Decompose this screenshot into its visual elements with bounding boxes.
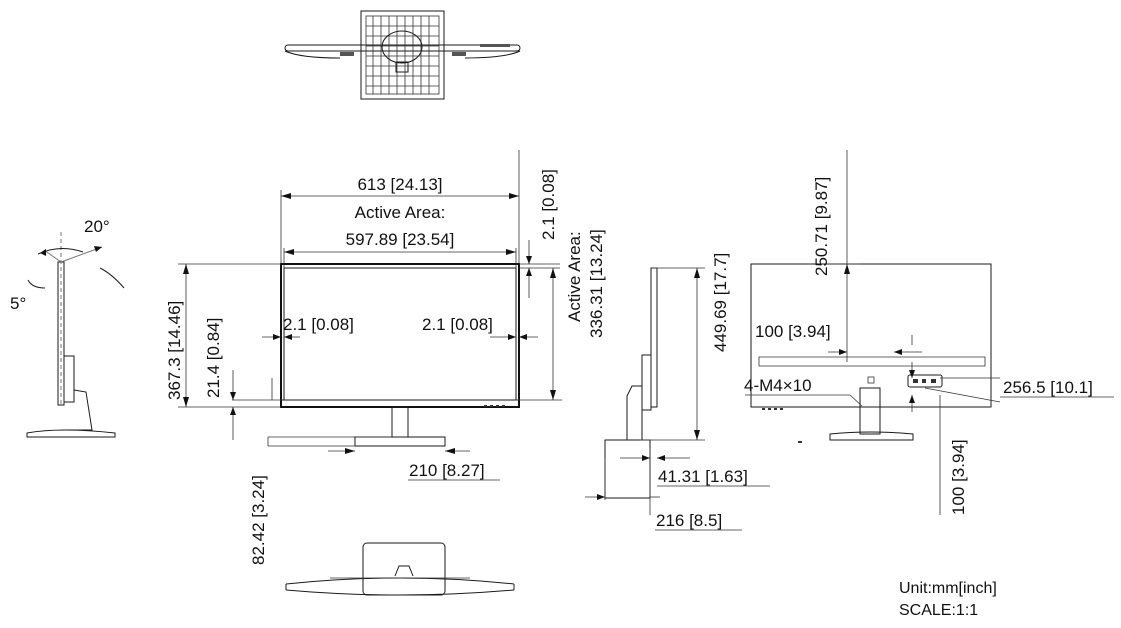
screw-label: 4-M4×10 [744, 376, 812, 395]
back-view: 250.71 [9.87] 100 [3.94] 4-M4×10 256.5 [… [744, 150, 1114, 515]
base-width-label: 210 [8.27] [409, 461, 485, 480]
vesa-top-label: 250.71 [9.87] [812, 177, 831, 276]
top-view [284, 10, 521, 100]
base-depth-label: 216 [8.5] [656, 511, 722, 530]
vesa-side-label: 256.5 [10.1] [1003, 378, 1093, 397]
tilt-forward-label: 5° [10, 294, 26, 313]
vesa-horizontal-label: 100 [3.94] [755, 322, 831, 341]
scale-note: SCALE:1:1 [899, 602, 978, 619]
vesa-vertical-label: 100 [3.94] [949, 439, 968, 515]
tilt-side-view: 20° 5° [10, 217, 125, 438]
top-bezel-label: 2.1 [0.08] [539, 169, 558, 240]
front-view: 613 [24.13] Active Area: 597.89 [23.54] … [165, 150, 606, 565]
active-width-label: 597.89 [23.54] [346, 230, 455, 249]
right-bezel-label: 2.1 [0.08] [422, 315, 493, 334]
active-vertical-label: Active Area: [565, 231, 584, 322]
bottom-bezel-label: 21.4 [0.84] [204, 318, 223, 398]
bottom-view [285, 542, 515, 596]
side-thickness-label: 41.31 [1.63] [658, 467, 748, 486]
panel-height-label: 367.3 [14.46] [165, 301, 184, 400]
neck-height-label: 82.42 [3.24] [249, 475, 268, 565]
total-height-label: 449.69 [17.7] [711, 253, 730, 352]
side-view: 449.69 [17.7] 41.31 [1.63] 216 [8.5] [585, 253, 770, 531]
unit-note: Unit:mm[inch] [899, 580, 997, 597]
overall-width-label: 613 [24.13] [357, 175, 442, 194]
active-height-label: 336.31 [13.24] [587, 229, 606, 338]
left-bezel-label: 2.1 [0.08] [283, 315, 354, 334]
tilt-back-label: 20° [84, 217, 110, 236]
active-area-label: Active Area: [355, 203, 446, 222]
